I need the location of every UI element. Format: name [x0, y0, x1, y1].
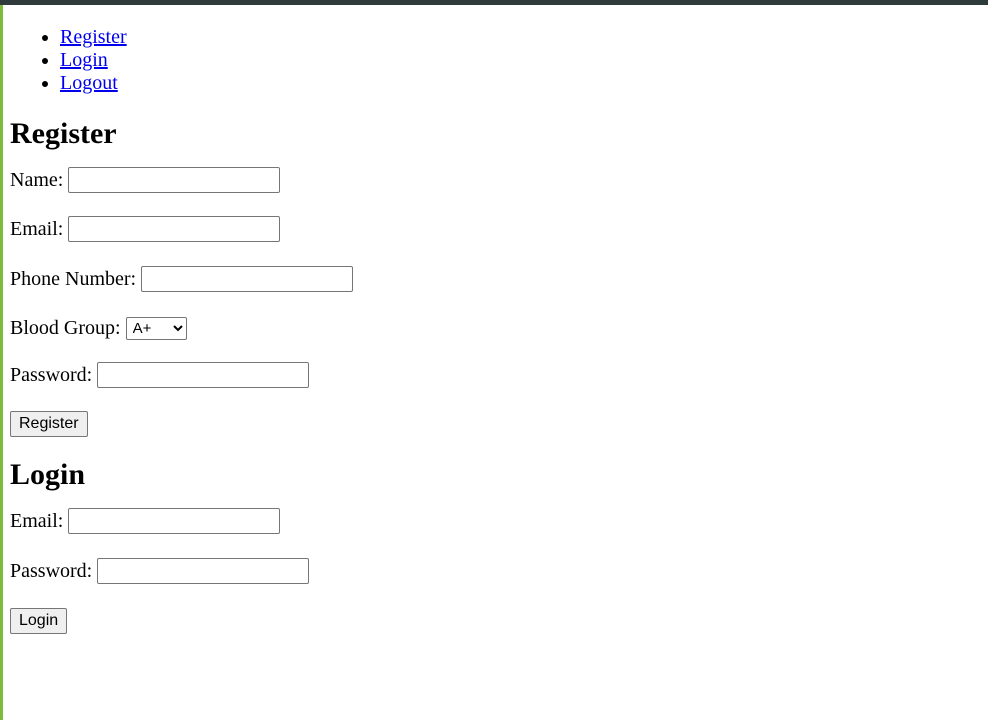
register-submit-row: Register [10, 411, 970, 437]
register-name-input[interactable] [68, 167, 281, 193]
register-button[interactable]: Register [10, 411, 88, 437]
page-content: Register Login Logout Register Name: Ema… [10, 26, 970, 634]
nav-item-register: Register [60, 26, 970, 49]
register-password-row: Password: [10, 362, 970, 388]
register-blood-group-select[interactable]: A+ [125, 316, 187, 340]
register-blood-group-row: Blood Group: A+ [10, 315, 970, 341]
register-password-label: Password: [10, 364, 93, 386]
register-name-label: Name: [10, 169, 64, 191]
login-email-label: Email: [10, 510, 64, 532]
login-heading: Login [10, 458, 86, 491]
login-email-row: Email: [10, 508, 970, 534]
nav-item-login: Login [60, 49, 970, 72]
login-password-row: Password: [10, 558, 970, 584]
nav-item-logout: Logout [60, 72, 970, 95]
nav-link-register[interactable]: Register [60, 26, 127, 48]
login-password-label: Password: [10, 560, 93, 582]
left-border [0, 5, 3, 720]
login-password-input[interactable] [97, 558, 310, 584]
nav-list: Register Login Logout [10, 26, 970, 95]
register-heading: Register [10, 117, 117, 150]
register-email-label: Email: [10, 218, 64, 240]
register-phone-input[interactable] [141, 266, 354, 292]
register-email-row: Email: [10, 216, 970, 242]
login-email-input[interactable] [68, 508, 281, 534]
register-email-input[interactable] [68, 216, 281, 242]
register-phone-row: Phone Number: [10, 266, 970, 292]
login-submit-row: Login [10, 608, 970, 634]
login-button[interactable]: Login [10, 608, 68, 634]
register-blood-group-label: Blood Group: [10, 317, 121, 339]
register-password-input[interactable] [97, 362, 310, 388]
register-name-row: Name: [10, 167, 970, 193]
top-bar [0, 0, 988, 5]
nav-link-login[interactable]: Login [60, 49, 108, 71]
nav-link-logout[interactable]: Logout [60, 72, 118, 94]
register-phone-label: Phone Number: [10, 268, 137, 290]
